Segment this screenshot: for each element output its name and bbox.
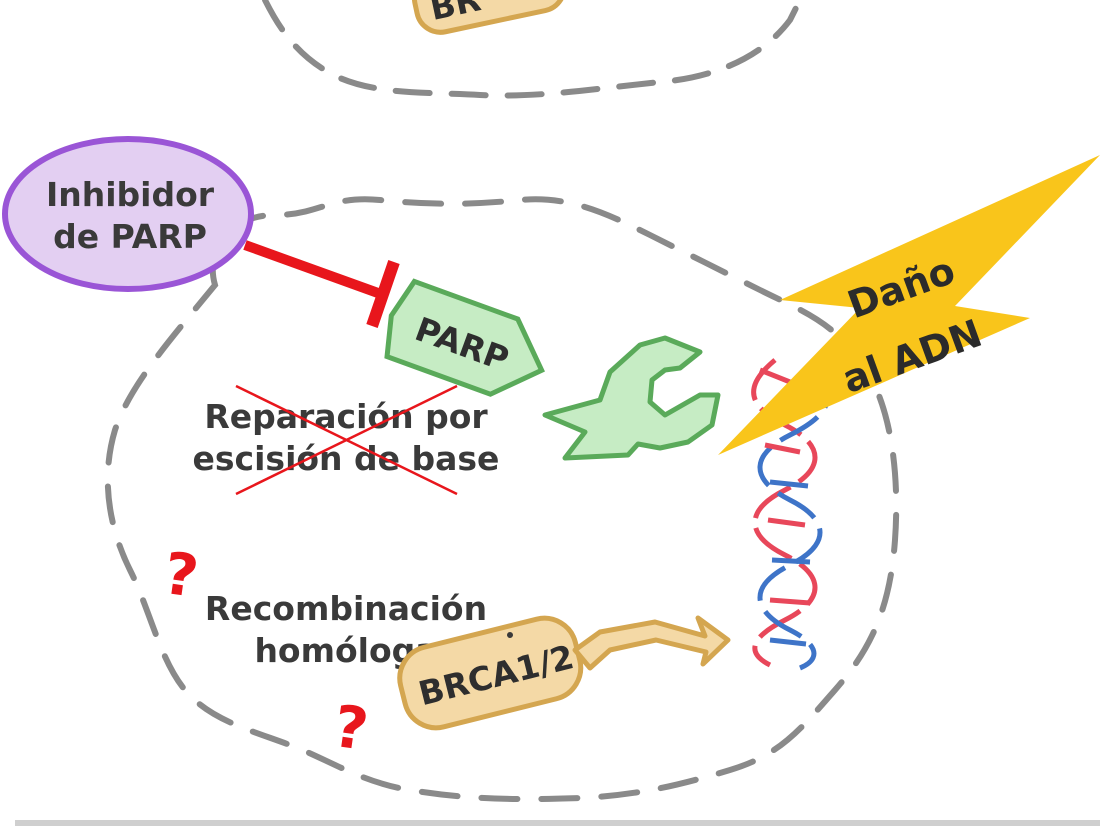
brca-arrow-shape xyxy=(572,615,731,671)
dna-damage-bolt: Daño al ADN xyxy=(718,155,1100,455)
hr-block: Recombinación homóloga xyxy=(205,589,487,670)
parp-shape xyxy=(384,278,545,397)
top-brca-pill: BR xyxy=(411,0,567,35)
question-mark-2: ? xyxy=(330,692,373,764)
inhibitor-line1: Inhibidor xyxy=(46,175,215,214)
top-cell: BR xyxy=(262,0,803,99)
top-cell-border xyxy=(262,0,803,99)
inhibition-line xyxy=(243,240,380,298)
dna-strand-blue xyxy=(757,368,830,671)
parp-inhibitor: Inhibidor de PARP xyxy=(2,136,254,292)
parp-tag: PARP xyxy=(384,278,545,397)
dna-rungs-red xyxy=(759,367,811,606)
ber-line1: Reparación por xyxy=(204,397,488,436)
inhibition-symbol xyxy=(243,240,400,328)
bolt-icon xyxy=(718,155,1100,455)
question-mark-1: ? xyxy=(160,539,203,611)
inhibition-bar xyxy=(366,260,400,328)
hr-line1: Recombinación xyxy=(205,589,487,628)
inhibitor-ellipse xyxy=(2,136,254,292)
main-cell-border xyxy=(104,196,900,803)
ber-line2: escisión de base xyxy=(193,439,500,478)
small-dot xyxy=(507,632,513,638)
inhibitor-line2: de PARP xyxy=(53,217,207,256)
brca-pill: BRCA1/2 xyxy=(397,615,584,731)
wrench-icon xyxy=(542,335,721,461)
ber-block: Reparación por escisión de base xyxy=(193,384,500,496)
bottom-divider xyxy=(15,820,1100,826)
brca-arrow xyxy=(572,615,731,671)
ber-cross-b xyxy=(235,384,458,496)
